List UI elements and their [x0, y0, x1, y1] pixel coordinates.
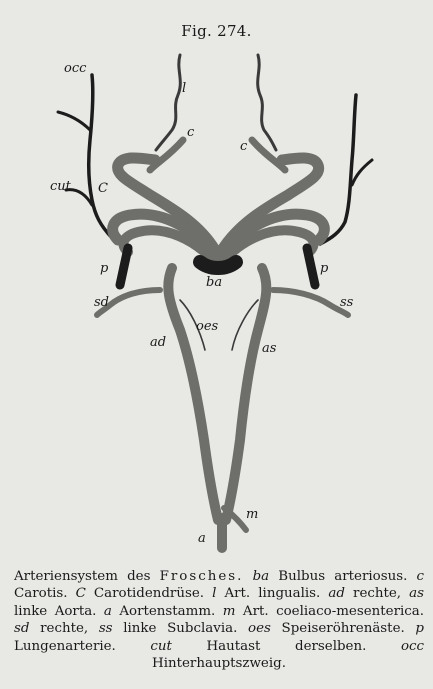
- lingual-artery-right: [258, 55, 276, 150]
- caption-text: Carotis.: [14, 586, 76, 601]
- label-subclavia-right: sd: [94, 295, 109, 310]
- caption-abbrev: ad: [328, 586, 345, 601]
- label-pulmonary-right: p: [320, 261, 329, 276]
- occipital-branch-left: [89, 75, 112, 238]
- caption-text: Arteriensystem des: [14, 569, 160, 584]
- caption-text: [243, 569, 252, 584]
- label-carotid-right: c: [240, 139, 248, 154]
- label-subclavia-left: ss: [340, 295, 354, 310]
- label-occ: occ: [64, 61, 87, 76]
- figure-caption: Arteriensystem des Frosches. ba Bulbus a…: [14, 568, 424, 672]
- label-bulbus: ba: [206, 275, 222, 290]
- caption-text: Carotidendrüse.: [86, 586, 212, 601]
- caption-abbrev: sd: [14, 621, 29, 636]
- caption-abbrev: cut: [150, 639, 172, 654]
- caption-abbrev: ba: [253, 569, 270, 584]
- caption-text: Hautast derselben.: [172, 639, 401, 654]
- caption-abbrev: a: [104, 604, 112, 619]
- caption-text: Speiseröhrenäste.: [271, 621, 416, 636]
- lingual-artery-left: [156, 55, 180, 150]
- aorta-left: [226, 268, 266, 520]
- caption-text: Bulbus arteriosus.: [269, 569, 416, 584]
- label-aorta-right: ad: [150, 335, 166, 350]
- caption-abbrev: c: [416, 569, 424, 584]
- label-carotid-left: c: [187, 125, 195, 140]
- label-carotid-gland: C: [98, 181, 108, 196]
- caption-text: Art. lingualis.: [216, 586, 328, 601]
- caption-text-spaced: Frosches.: [160, 569, 244, 584]
- subclavia-left: [273, 290, 348, 315]
- caption-text: rechte,: [345, 586, 409, 601]
- label-lingual: l: [182, 81, 186, 96]
- cutaneous-branch-right: [352, 160, 372, 185]
- cutaneous-branch-left: [58, 112, 90, 130]
- label-aorta-left: as: [262, 341, 277, 356]
- caption-text: Aortenstamm.: [112, 604, 223, 619]
- caption-abbrev: as: [409, 586, 424, 601]
- artery-diagram: occ cut C l c c p p ba sd ss oes ad as m…: [0, 0, 433, 560]
- caption-abbrev: C: [76, 586, 86, 601]
- caption-abbrev: ss: [99, 621, 113, 636]
- label-coeliaco-mesenterica: m: [246, 507, 258, 522]
- caption-abbrev: oes: [248, 621, 271, 636]
- caption-text: Art. coeliaco-mesenterica.: [235, 604, 424, 619]
- caption-abbrev: p: [415, 621, 424, 636]
- bulbus-arteriosus: [200, 262, 236, 268]
- label-oesophageal: oes: [196, 319, 219, 334]
- label-cut: cut: [50, 179, 72, 194]
- caption-abbrev: occ: [401, 639, 424, 654]
- caption-text: linke Subclavia.: [113, 621, 248, 636]
- label-pulmonary-left: p: [100, 261, 109, 276]
- caption-text: Hinterhauptszweig.: [152, 656, 286, 671]
- caption-text: rechte,: [29, 621, 98, 636]
- caption-abbrev: m: [223, 604, 236, 619]
- caption-text: linke Aorta.: [14, 604, 104, 619]
- pulmonary-artery-left: [120, 248, 128, 285]
- caption-text: Lungenarterie.: [14, 639, 150, 654]
- aorta-right: [168, 268, 218, 520]
- label-aortic-trunk: a: [198, 531, 206, 546]
